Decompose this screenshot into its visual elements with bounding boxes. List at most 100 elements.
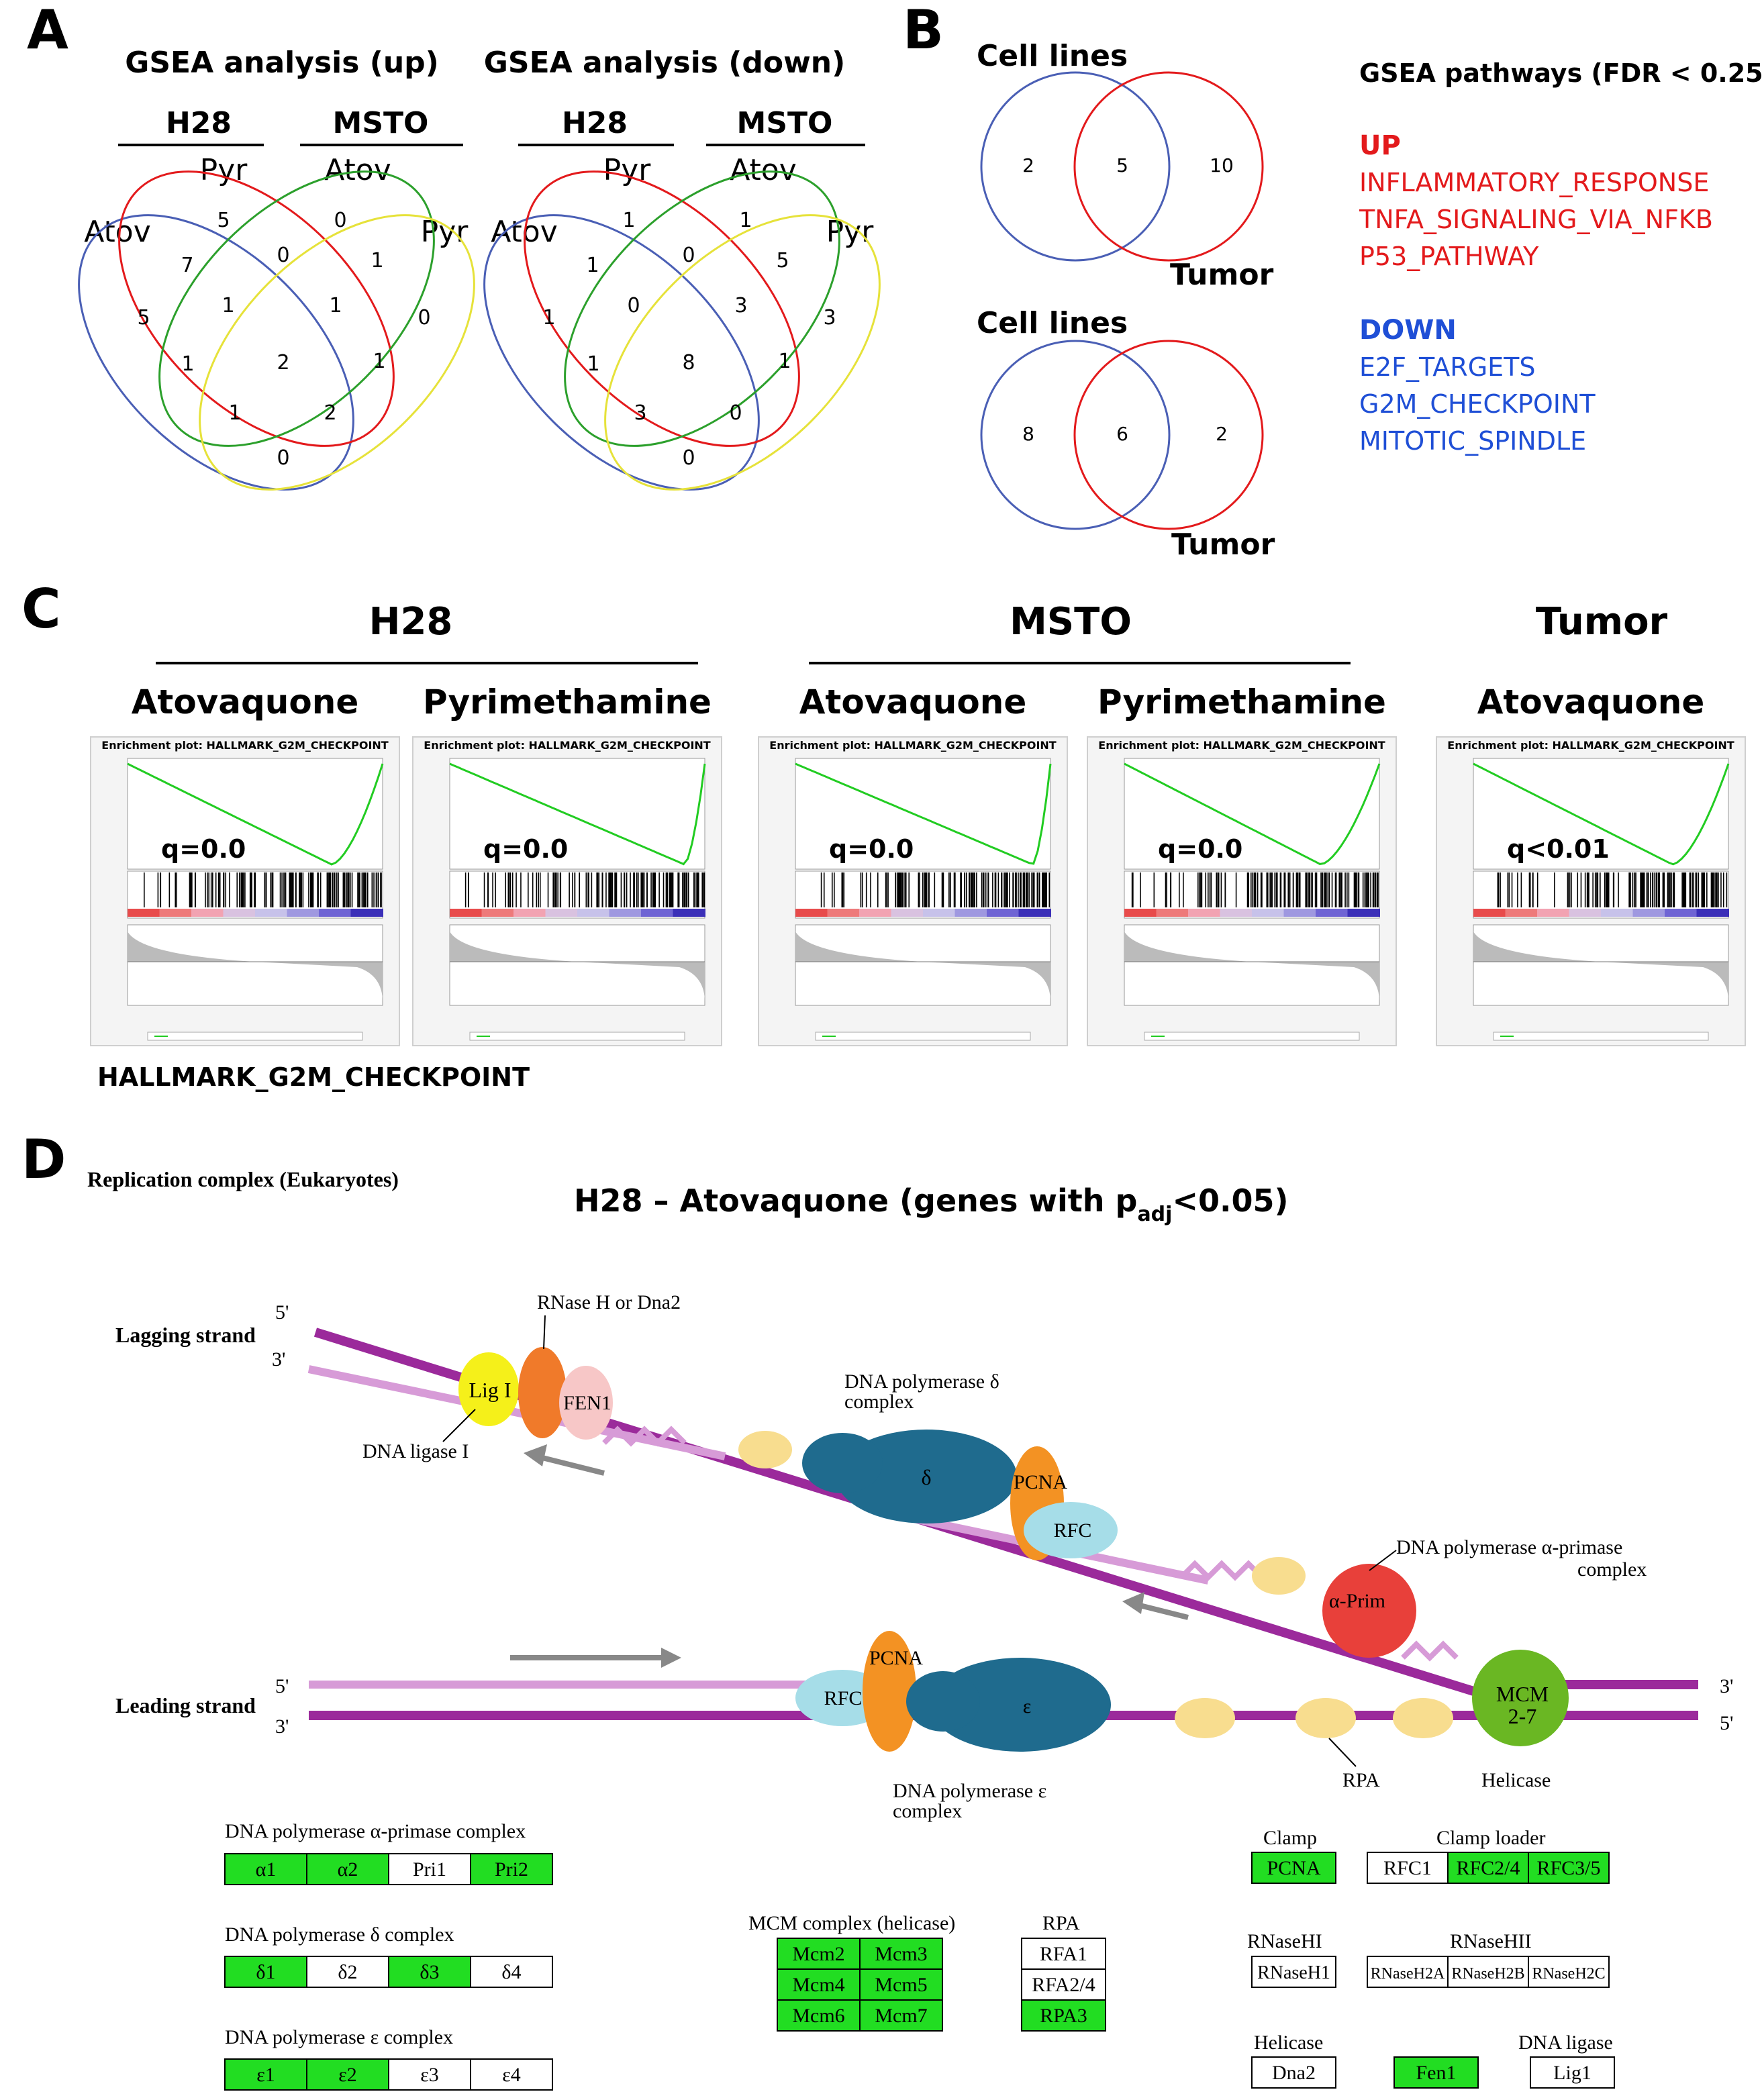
venn-b-top-label-a: Cell lines — [977, 39, 1128, 73]
venn-up-group-right: MSTO — [333, 106, 429, 140]
alpha-primase-label: DNA polymerase α-primase — [1396, 1536, 1622, 1558]
venn-down-label-top-right: Atov — [730, 153, 797, 187]
gene-box — [306, 1853, 389, 1885]
gsea-drug-label: Atovaquone — [799, 683, 1027, 721]
hit-ticks — [820, 872, 1050, 907]
es-curve — [449, 762, 706, 866]
venn-down: GSEA analysis (down) H28 MSTO Pyr Atov A… — [483, 46, 881, 491]
gsea-legend — [1144, 1032, 1360, 1041]
gene-group-title: RNaseHI — [1247, 1930, 1322, 1952]
venn-up-count: 2 — [324, 401, 336, 425]
gene-name: δ1 — [256, 1961, 275, 1983]
rnase-h-protein — [518, 1347, 567, 1438]
gsea-plot-title: Enrichment plot: HALLMARK_G2M_CHECKPOINT — [101, 739, 389, 752]
es-plot-area — [449, 758, 705, 870]
hit-ticks — [144, 872, 382, 907]
gene-name: RNaseH2B — [1451, 1965, 1524, 1983]
panel-letter-c: C — [21, 578, 61, 640]
gene-box — [777, 1999, 861, 2032]
gene-name: RPA3 — [1040, 2005, 1087, 2027]
heading-tail: <0.05) — [1172, 1183, 1288, 1219]
lagging-3-prime: 3' — [272, 1348, 285, 1370]
gene-group-title: DNA polymerase α-primase complex — [225, 1820, 526, 1842]
right-3-prime: 3' — [1720, 1675, 1733, 1697]
venn-up-count: 2 — [277, 351, 289, 374]
venn-down-count: 1 — [542, 306, 555, 330]
venn-b-bottom-only-a: 8 — [1022, 423, 1034, 445]
gsea-legend — [469, 1032, 685, 1041]
gene-name: Mcm4 — [792, 1974, 844, 1996]
lig1-label: Lig I — [469, 1378, 511, 1402]
gene-name: Mcm6 — [792, 2005, 844, 2027]
mcm-label-2: 2-7 — [1508, 1704, 1537, 1728]
gene-box — [1021, 1938, 1106, 1970]
venn-up-count: 0 — [277, 446, 289, 470]
gene-name: RFA1 — [1040, 1943, 1087, 1965]
gene-box — [859, 1968, 943, 2001]
gene-box — [859, 1999, 943, 2032]
pol-delta-lobe — [802, 1433, 883, 1493]
gsea-q-value: q=0.0 — [161, 834, 246, 864]
gene-name: δ2 — [338, 1961, 357, 1983]
gene-box — [1021, 1999, 1106, 2032]
gene-box — [1251, 1852, 1336, 1884]
gene-name: Mcm5 — [875, 1974, 927, 1996]
group-tumor: Tumor — [1536, 600, 1668, 644]
gsea-drug-label: Pyrimethamine — [423, 683, 712, 721]
fen1-protein — [559, 1366, 613, 1440]
pathways-up-label: UP — [1359, 130, 1401, 161]
gsea-q-value: q=0.0 — [1158, 834, 1242, 864]
gsea-legend — [1493, 1032, 1709, 1041]
venn-down-count: 5 — [776, 249, 789, 272]
gsea-plot-title: Enrichment plot: HALLMARK_G2M_CHECKPOINT — [424, 739, 711, 752]
lig1-protein — [458, 1352, 519, 1426]
venn-b-top-label-b: Tumor — [1170, 258, 1274, 292]
pathway-down-item: E2F_TARGETS — [1359, 352, 1536, 382]
panel-d-heading: H28 – Atovaquone (genes with padj<0.05) — [574, 1183, 1289, 1226]
venn-up-set-green — [158, 170, 435, 447]
pathway-title: Replication complex (Eukaryotes) — [87, 1167, 399, 1191]
hit-ticks — [1497, 872, 1728, 907]
hit-ticks — [464, 872, 705, 907]
rnase-label: RNase H or Dna2 — [537, 1291, 681, 1313]
gsea-legend — [815, 1032, 1031, 1041]
mcm-helicase-protein — [1472, 1650, 1569, 1746]
rank-color-bar — [450, 909, 705, 917]
rna-primer-zigzag — [1401, 1640, 1459, 1662]
es-plot-area — [127, 758, 383, 870]
gene-name: Dna2 — [1272, 2062, 1316, 2084]
gene-group-title: DNA ligase — [1518, 2032, 1613, 2054]
gene-name: RNaseH1 — [1257, 1962, 1330, 1983]
venn-up-count: 5 — [217, 209, 230, 232]
es-curve — [1124, 762, 1381, 865]
gene-name: δ3 — [420, 1961, 439, 1983]
gene-name: Pri2 — [495, 1858, 528, 1881]
venn-down-set-green — [564, 170, 840, 447]
venn-b-bottom-both: 6 — [1116, 423, 1128, 445]
gsea-legend — [147, 1032, 363, 1041]
pcna-label-lagging: PCNA — [1014, 1471, 1067, 1493]
gene-name: RFC1 — [1383, 1857, 1432, 1879]
leading-5-prime: 5' — [275, 1675, 289, 1697]
rank-color-bar — [1473, 909, 1729, 917]
venn-up-set-yellow — [199, 214, 475, 491]
gene-box — [1367, 1956, 1449, 1988]
venn-down-set-yellow — [604, 214, 881, 491]
pol-epsilon-protein — [930, 1658, 1111, 1752]
panel-letter-a: A — [27, 0, 68, 61]
rna-primer-zigzag — [1179, 1560, 1264, 1581]
group-msto: MSTO — [1010, 600, 1132, 644]
pcna-label-leading: PCNA — [869, 1647, 923, 1669]
venn-b-bottom-label-b: Tumor — [1171, 528, 1275, 562]
venn-up-count: 1 — [222, 294, 234, 317]
